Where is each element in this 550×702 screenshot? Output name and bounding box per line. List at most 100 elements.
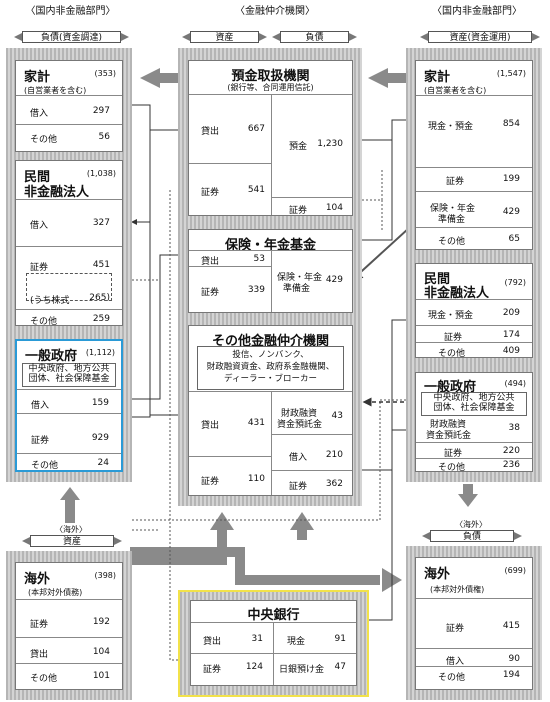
row-value: 220 [502, 446, 520, 456]
row-label: 証券 [201, 188, 220, 198]
row-value: 53 [253, 254, 265, 264]
row-label: その他 [30, 317, 58, 327]
row-label: 財政融資 [430, 420, 467, 430]
left-gov-total: (1,112) [85, 348, 115, 357]
right-gov-title: 一般政府 [424, 380, 477, 395]
big-arrow-left [140, 68, 178, 88]
row-value: 339 [247, 285, 265, 295]
row-label: その他 [438, 463, 466, 473]
right-household-sub: (自営業者を含む) [424, 86, 487, 95]
right-gov-sub: 中央政府、地方公共団体、社会保障基金 [421, 392, 527, 416]
row-label: 証券 [289, 206, 308, 216]
row-value: 451 [92, 260, 110, 270]
big-arrow-up-left [60, 487, 80, 523]
row-label: 貸出 [201, 127, 220, 137]
row-label: 証券 [446, 624, 465, 634]
row-label: 借入 [289, 453, 308, 463]
row-label: 資金預託金 [426, 431, 472, 441]
row-label: 準備金 [283, 284, 311, 294]
row-value: 56 [98, 132, 110, 142]
central-bank-box: 中央銀行 貸出 31 証券 124 現金 91 日銀預け金 47 [190, 600, 357, 686]
row-value: 667 [247, 124, 265, 134]
overseas-right-box: 海外 (699) (本邦対外債権) 証券 415 借入 90 その他 194 [415, 557, 533, 690]
row-value: 31 [251, 634, 263, 644]
row-label: 財政融資 [281, 409, 318, 419]
overseas-left-box: 海外 (398) (本邦対外債務) 証券 192 貸出 104 その他 101 [15, 562, 123, 690]
other-intermediaries-box: その他金融仲介機関 投信、ノンバンク、財政融資資金、政府系金融機関、ディーラー・… [188, 325, 353, 496]
left-corp-box: 民間 非金融法人 (1,038) 借入 327 証券 451 (うち株式 265… [15, 160, 123, 327]
deposit-sub: (銀行等、合同運用信託) [227, 83, 314, 92]
row-label: 預金 [289, 142, 308, 152]
row-value: 110 [247, 474, 265, 484]
right-household-box: 家計 (1,547) (自営業者を含む) 現金・預金 854 証券 199 保険… [415, 60, 533, 250]
row-value: 259 [92, 314, 110, 324]
row-value: 199 [502, 174, 520, 184]
row-label: 現金・預金 [428, 311, 474, 321]
overseas-left-total: (398) [94, 571, 116, 580]
row-value: 104 [325, 203, 343, 213]
row-label: 日銀預け金 [279, 665, 325, 675]
overseas-right-sub: (本邦対外債権) [430, 585, 485, 594]
row-label: 証券 [446, 177, 465, 187]
right-gov-box: 一般政府 (494) 中央政府、地方公共団体、社会保障基金 財政融資 資金預託金… [415, 372, 533, 473]
banner-right-asset: 資産(資金運用) [420, 31, 540, 43]
row-value: 124 [245, 662, 263, 672]
right-corp-box: 民間 非金融法人 (792) 現金・預金 209 証券 174 その他 409 [415, 263, 533, 359]
row-label: 現金 [287, 637, 306, 647]
row-label: 証券 [31, 436, 50, 446]
big-arrow-down-right [458, 484, 478, 507]
row-label: 証券 [30, 263, 49, 273]
row-value: 209 [502, 308, 520, 318]
row-value: 210 [325, 450, 343, 460]
row-value: 429 [325, 275, 343, 285]
row-label: 貸出 [203, 637, 222, 647]
big-flow-to-center1 [130, 528, 227, 565]
left-gov-title: 一般政府 [25, 349, 78, 364]
row-label: その他 [438, 673, 466, 683]
big-flow-overseas [130, 547, 380, 585]
row-value: 38 [508, 423, 520, 433]
left-household-sub: (自営業者を含む) [24, 86, 87, 95]
overseas-left-heading: 〈海外〉 [55, 525, 87, 534]
header-center: 〈金融仲介機関〉 [235, 6, 315, 17]
row-value: 104 [92, 647, 110, 657]
row-value: 65 [508, 234, 520, 244]
row-value: 297 [92, 106, 110, 116]
row-label: 借入 [446, 657, 465, 667]
overseas-left-title: 海外 [24, 572, 51, 587]
other-sub: 投信、ノンバンク、財政融資資金、政府系金融機関、ディーラー・ブローカー [197, 346, 344, 390]
row-value: 43 [331, 411, 343, 421]
row-label: その他 [31, 461, 59, 471]
row-value: 854 [502, 119, 520, 129]
right-corp-title2: 非金融法人 [424, 286, 490, 301]
banner-overseas-right: 負債 [422, 530, 522, 542]
row-value: 409 [502, 346, 520, 356]
insurance-title: 保険・年金基金 [224, 238, 316, 253]
row-label: 借入 [31, 401, 50, 411]
row-label: 証券 [30, 620, 49, 630]
row-value: 265) [89, 293, 110, 303]
other-title: その他金融仲介機関 [211, 334, 329, 349]
big-arrow-right-side [368, 68, 406, 88]
row-value: 429 [502, 207, 520, 217]
header-left: 〈国内非金融部門〉 [25, 6, 116, 17]
row-label: 貸出 [201, 257, 220, 267]
overseas-right-total: (699) [504, 566, 526, 575]
row-value: 415 [502, 621, 520, 631]
row-value: 327 [92, 218, 110, 228]
row-label: 借入 [30, 109, 49, 119]
header-right: 〈国内非金融部門〉 [432, 6, 522, 17]
row-value: 431 [247, 418, 265, 428]
row-label: 現金・預金 [428, 122, 474, 132]
row-value: 24 [97, 458, 109, 468]
banner-center-asset: 資産 [182, 31, 267, 43]
row-value: 159 [91, 398, 109, 408]
row-label: 証券 [444, 449, 463, 459]
row-label: 保険・年金 [430, 204, 476, 214]
row-label: その他 [30, 674, 58, 684]
row-value: 174 [502, 330, 520, 340]
left-household-title: 家計 [24, 70, 51, 85]
row-label: 借入 [30, 221, 49, 231]
row-label: 準備金 [438, 215, 466, 225]
row-value: 91 [334, 634, 346, 644]
